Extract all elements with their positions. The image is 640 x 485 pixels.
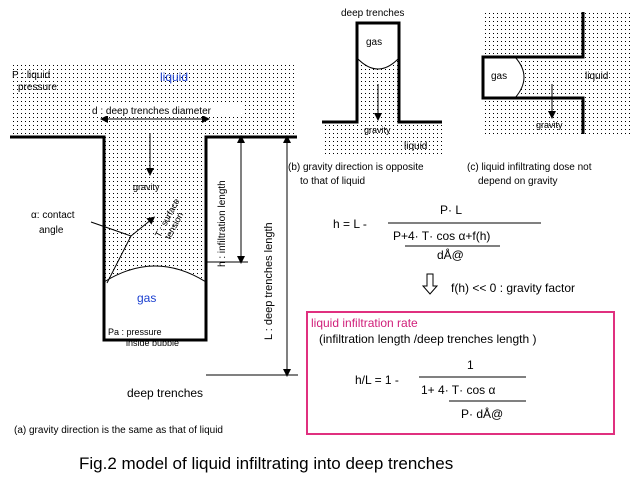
gravity-label: gravity [133,182,160,192]
liquid-label: liquid [160,70,188,84]
panel-b-title: deep trenches [341,8,404,19]
panel-c-gravity-label: gravity [536,120,563,130]
contact-angle-leader [90,221,132,237]
panel-a: P : liquid pressure liquid d : deep tren… [10,65,298,436]
pressure-bubble-label-2: inside bubble [126,338,179,348]
diameter-label-bg [90,104,245,116]
infiltration-length-label: h : infiltration length [217,180,228,267]
diameter-label: d : deep trenches diameter [92,106,212,117]
panel-c-trench-liquid [515,57,583,98]
rate-box-title: liquid infiltration rate [311,316,418,330]
liquid-region [10,65,297,137]
gravity-factor-text: f(h) << 0 : gravity factor [451,281,575,295]
equation-h-denominator: P+4· T· cos α+f(h) [393,229,490,243]
panel-b-trench-wall [322,21,442,124]
contact-angle-label-1: α: contact [31,210,75,221]
panel-c-caption-2: depend on gravity [478,176,558,187]
panel-c-meniscus [514,56,525,99]
panel-b-caption-1: (b) gravity direction is opposite [288,162,424,173]
rate-box-border [306,311,615,435]
gas-bubble [104,266,206,340]
panel-c-trench-wall [481,12,585,134]
panel-b-liquid-region [322,122,442,154]
panel-b-gas-label: gas [366,37,382,48]
panel-c-gas-label: gas [491,71,507,82]
contact-angle-label-2: angle [39,225,64,236]
panel-b-gravity-label: gravity [364,125,391,135]
implies-down-arrow-icon [421,273,439,295]
panel-c-liquid-label: liquid [585,71,608,82]
contact-angle-line [106,235,132,284]
rate-equation-sub-denominator: P· dÅ@ [461,406,503,421]
p-label-2: pressure [18,82,57,93]
trench-liquid [104,137,206,280]
panel-c-caption-1: (c) liquid infiltrating dose not [467,162,592,173]
trench-label: deep trenches [127,386,203,400]
gas-label: gas [137,291,156,305]
trench-length-label: L : deep trenches length [263,222,275,340]
panel-c: gas liquid gravity (c) liquid infiltrati… [467,12,630,187]
equation-h-lhs: h = L - [333,217,367,231]
panel-b-meniscus [356,57,400,70]
equation-h-sub-denominator: dÅ@ [437,247,464,262]
rate-equation-lhs: h/L = 1 - [355,373,399,387]
p-label-1: P : liquid [12,70,50,81]
infiltration-rate-box: liquid infiltration rate (infiltration l… [306,311,615,435]
rate-equation-numerator: 1 [467,358,474,372]
surface-tension-arrow [130,216,156,237]
figure-caption: Fig.2 model of liquid infiltrating into … [79,454,453,473]
pressure-bubble-label-1: Pa : pressure [108,327,162,337]
panel-b-caption-2: to that of liquid [300,176,365,187]
rate-equation-denominator: 1+ 4· T· cos α [421,383,495,397]
meniscus [103,265,207,283]
rate-box-subtitle: (infiltration length /deep trenches leng… [319,332,536,346]
equation-h: h = L - P· L P+4· T· cos α+f(h) dÅ@ [333,203,541,262]
panel-b-liquid-label: liquid [404,141,427,152]
equation-h-numerator: P· L [440,203,462,217]
panel-b: deep trenches gas gravity liquid (b) gra… [288,8,442,187]
panel-a-caption: (a) gravity direction is the same as tha… [14,425,223,436]
